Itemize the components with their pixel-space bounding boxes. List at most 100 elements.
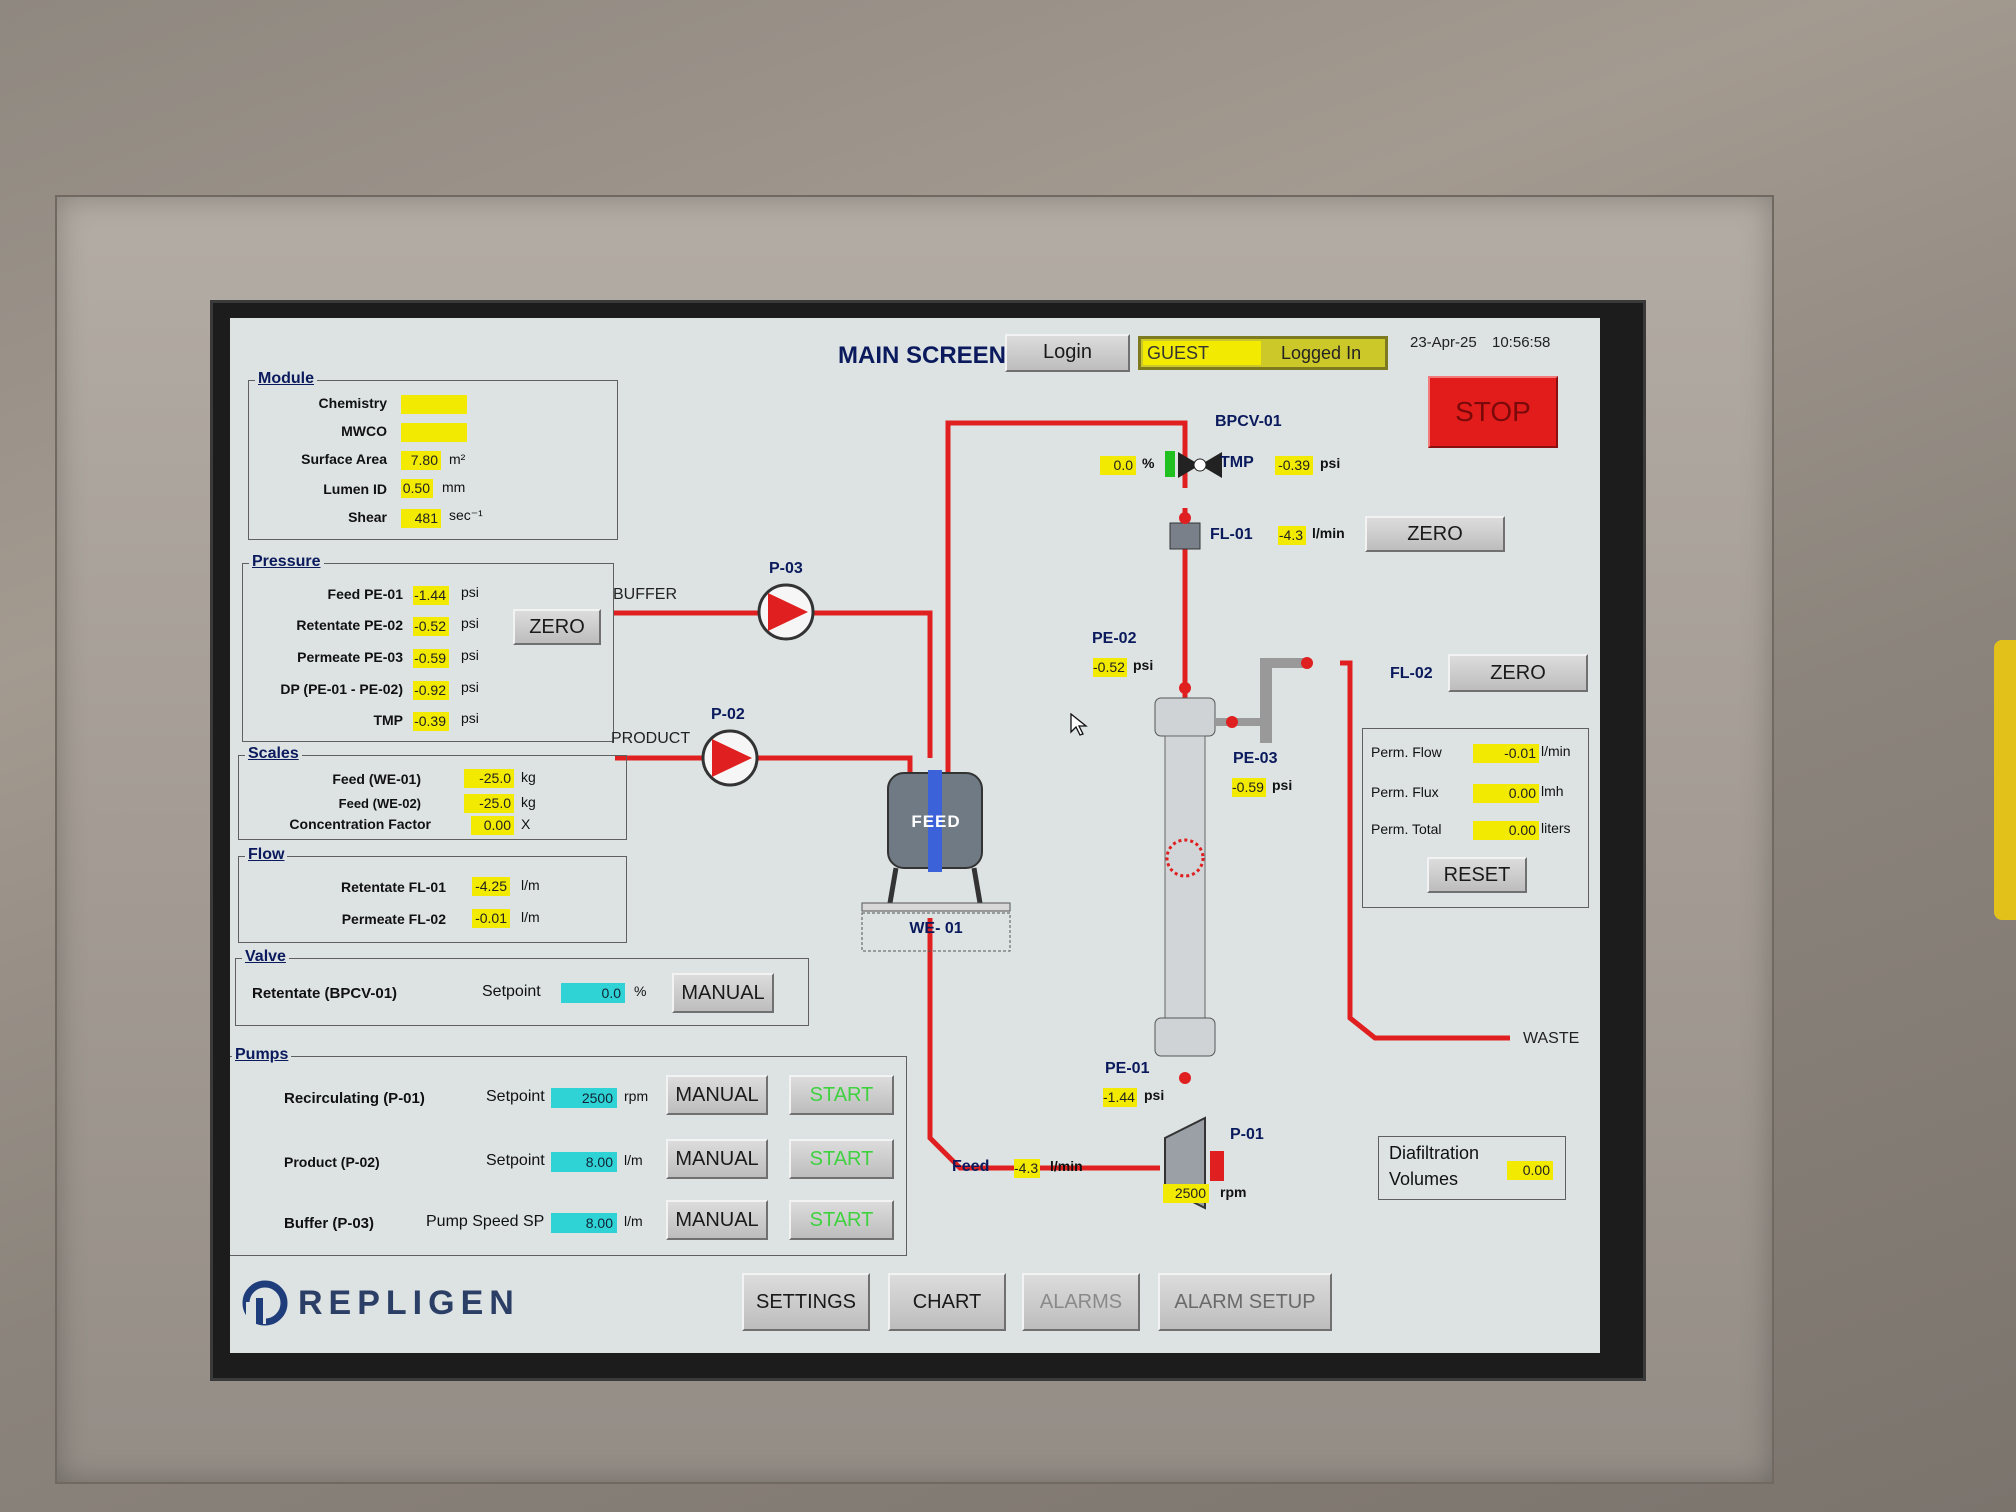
valve-setpoint-input[interactable]: 0.0 xyxy=(561,983,625,1003)
surface-area-value: 7.80 xyxy=(401,451,441,470)
p02-label: P-02 xyxy=(711,706,745,723)
pressure-tmp-unit: psi xyxy=(461,710,479,726)
flow-permeate-label: Permeate FL-02 xyxy=(341,911,446,927)
feed-tank-graphic xyxy=(861,770,1011,952)
chemistry-label: Chemistry xyxy=(318,395,387,411)
permeate-waste-pipe xyxy=(1340,660,1510,1041)
page-title: MAIN SCREEN xyxy=(838,342,1007,369)
scale-feed-we01-value: -25.0 xyxy=(464,769,514,788)
feed-to-pump-pipe xyxy=(927,918,1160,1171)
valve-manual-button[interactable]: MANUAL xyxy=(672,973,774,1013)
fl01-meter-graphic xyxy=(1169,522,1201,550)
pump-buffer-sp-label: Pump Speed SP xyxy=(426,1213,545,1230)
nav-alarms-button[interactable]: ALARMS xyxy=(1022,1273,1140,1331)
tmp-value: -0.39 xyxy=(1275,456,1313,475)
scale-feed-we02-label: Feed (WE-02) xyxy=(338,796,421,811)
pump-product-sp-unit: l/m xyxy=(624,1152,643,1168)
pressure-permeate-label: Permeate PE-03 xyxy=(297,649,403,665)
login-status-box: GUEST Logged In xyxy=(1138,336,1388,370)
valve-setpoint-unit: % xyxy=(634,983,647,999)
hmi-screen: MAIN SCREEN Login GUEST Logged In 23-Apr… xyxy=(230,318,1600,1353)
pump-buffer-label: Buffer (P-03) xyxy=(284,1215,375,1232)
pressure-tmp-label: TMP xyxy=(373,712,403,728)
pump-buffer-manual-button[interactable]: MANUAL xyxy=(666,1200,768,1240)
pump-recirc-manual-button[interactable]: MANUAL xyxy=(666,1075,768,1115)
pumps-group: Pumps Recirculating (P-01) Setpoint 2500… xyxy=(230,1046,907,1256)
brand-name: REPLIGEN xyxy=(298,1284,520,1322)
pressure-group: Pressure Feed PE-01 -1.44 psi Retentate … xyxy=(242,553,614,742)
fl01-unit: l/min xyxy=(1312,525,1345,541)
feed-tank-label: FEED xyxy=(911,812,961,831)
scale-feed-we01-label: Feed (WE-01) xyxy=(332,771,421,787)
login-status: Logged In xyxy=(1281,343,1362,363)
fl01-value: -4.3 xyxy=(1278,526,1306,545)
surface-area-label: Surface Area xyxy=(301,451,387,467)
pump-buffer-sp-input[interactable]: 8.00 xyxy=(551,1213,617,1233)
module-group: Module Chemistry MWCO Surface Area 7.80 … xyxy=(248,370,618,540)
perm-flow-value: -0.01 xyxy=(1473,744,1539,763)
pressure-dp-unit: psi xyxy=(461,679,479,695)
perm-total-unit: liters xyxy=(1541,820,1571,836)
pressure-dp-value: -0.92 xyxy=(413,681,449,700)
pump-buffer-start-button[interactable]: START xyxy=(789,1200,894,1240)
fl02-label: FL-02 xyxy=(1390,665,1433,682)
perm-reset-button[interactable]: RESET xyxy=(1427,857,1527,893)
fl01-zero-button[interactable]: ZERO xyxy=(1365,516,1505,552)
feed-flow-unit: l/min xyxy=(1050,1158,1083,1174)
pe01-label: PE-01 xyxy=(1105,1060,1150,1077)
p01-speed-value: 2500 xyxy=(1163,1184,1209,1203)
permeate-panel: Perm. Flow -0.01 l/min Perm. Flux 0.00 l… xyxy=(1362,728,1589,908)
fl01-label: FL-01 xyxy=(1210,526,1253,543)
valve-setpoint-label: Setpoint xyxy=(482,983,541,1000)
pe03-value: -0.59 xyxy=(1232,778,1266,797)
diafiltration-label-line1: Diafiltration xyxy=(1389,1143,1480,1163)
scales-group-title: Scales xyxy=(245,745,302,763)
pump-product-sp-input[interactable]: 8.00 xyxy=(551,1152,617,1172)
bpcv01-label: BPCV-01 xyxy=(1215,413,1282,430)
buffer-pipe xyxy=(613,610,933,758)
pe02-label: PE-02 xyxy=(1092,630,1137,647)
fl02-zero-button[interactable]: ZERO xyxy=(1448,654,1588,692)
lumen-id-unit: mm xyxy=(442,479,466,495)
p03-label: P-03 xyxy=(769,560,803,577)
nav-alarm-setup-button[interactable]: ALARM SETUP xyxy=(1158,1273,1332,1331)
pressure-retentate-unit: psi xyxy=(461,615,479,631)
pressure-retentate-value: -0.52 xyxy=(413,617,449,636)
pressure-group-title: Pressure xyxy=(249,553,324,571)
shear-unit: sec⁻¹ xyxy=(449,507,483,523)
pe01-value: -1.44 xyxy=(1103,1088,1137,1107)
stop-button[interactable]: STOP xyxy=(1428,376,1558,448)
perm-flux-value: 0.00 xyxy=(1473,784,1539,803)
nav-chart-button[interactable]: CHART xyxy=(888,1273,1006,1331)
perm-flow-label: Perm. Flow xyxy=(1371,744,1442,760)
chemistry-value xyxy=(401,395,467,414)
pump-product-start-button[interactable]: START xyxy=(789,1139,894,1179)
pressure-feed-unit: psi xyxy=(461,584,479,600)
bpcv01-valve-graphic xyxy=(1165,451,1222,478)
pump-recirc-sp-input[interactable]: 2500 xyxy=(551,1088,617,1108)
mwco-label: MWCO xyxy=(341,423,387,439)
perm-flux-unit: lmh xyxy=(1541,783,1564,799)
pump-p02-graphic xyxy=(701,729,759,787)
valve-position-unit: % xyxy=(1142,455,1155,471)
current-user: GUEST xyxy=(1143,341,1261,365)
filter-module-graphic xyxy=(1154,512,1313,1084)
we01-label: WE- 01 xyxy=(909,920,963,937)
pump-product-manual-button[interactable]: MANUAL xyxy=(666,1139,768,1179)
pe03-label: PE-03 xyxy=(1233,750,1278,767)
buffer-label: BUFFER xyxy=(613,586,677,603)
pump-recirc-sp-label: Setpoint xyxy=(486,1088,545,1105)
surface-area-unit: m² xyxy=(449,451,466,467)
flow-retentate-value: -4.25 xyxy=(472,877,510,896)
tmp-unit: psi xyxy=(1320,455,1341,471)
product-pipe xyxy=(615,755,913,773)
scale-feed-we02-unit: kg xyxy=(521,794,536,810)
product-label: PRODUCT xyxy=(611,730,691,747)
flow-group: Flow Retentate FL-01 -4.25 l/m Permeate … xyxy=(238,846,627,943)
pump-recirc-start-button[interactable]: START xyxy=(789,1075,894,1115)
login-button[interactable]: Login xyxy=(1005,334,1130,372)
pressure-zero-button[interactable]: ZERO xyxy=(513,609,601,645)
pump-product-sp-label: Setpoint xyxy=(486,1152,545,1169)
perm-flow-unit: l/min xyxy=(1541,743,1571,759)
nav-settings-button[interactable]: SETTINGS xyxy=(742,1273,870,1331)
